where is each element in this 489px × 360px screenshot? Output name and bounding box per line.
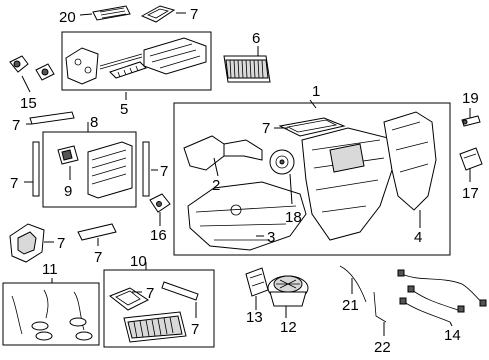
blower-motor-icon: [267, 275, 309, 307]
wiring-harness-icon: [397, 269, 487, 323]
callout-7-frame: 7: [146, 285, 154, 302]
box-group-8: [42, 131, 137, 208]
callout-18: 18: [285, 209, 302, 226]
part-7-left-strips: [29, 111, 150, 197]
box-group-11: [2, 282, 100, 346]
part-22-hose: [373, 291, 387, 323]
callout-14: 14: [444, 327, 461, 344]
box-group-10: [103, 269, 215, 348]
hvac-case-icon: [183, 111, 437, 251]
callout-20: 20: [59, 9, 76, 26]
part-9-module: [57, 145, 79, 165]
part-5-mode-door-actuators: [65, 37, 207, 85]
callout-11: 11: [42, 261, 58, 278]
part-7-gasket: [9, 223, 45, 263]
callout-22: 22: [374, 339, 391, 356]
callout-8: 8: [90, 114, 98, 131]
callout-19: 19: [462, 90, 479, 107]
callout-2: 2: [212, 177, 220, 194]
callout-13: 13: [246, 309, 263, 326]
callout-1: 1: [312, 83, 320, 100]
callout-9: 9: [64, 183, 72, 200]
part-16-actuator: [149, 193, 171, 213]
callout-7-bar: 7: [94, 249, 102, 266]
callout-7-top: 7: [190, 6, 198, 23]
cabin-filter-icon: [223, 55, 271, 83]
callout-7-filter: 7: [191, 321, 199, 338]
callout-21: 21: [342, 297, 359, 314]
callout-labels: 20 7 6 15 5 1 19 7 8 7 7 7 9 2 17 18 16 …: [10, 6, 479, 356]
part-21-hose: [339, 265, 367, 303]
callout-7-left: 7: [10, 175, 18, 192]
part-11-hoses: [11, 289, 93, 341]
callout-7-strip: 7: [12, 117, 20, 134]
callout-10: 10: [130, 253, 147, 270]
callout-7-right: 7: [160, 163, 168, 180]
callout-16: 16: [150, 227, 167, 244]
callout-15: 15: [20, 95, 37, 112]
callout-7-case: 7: [262, 120, 270, 137]
part-10-filter-frame: [109, 281, 199, 343]
leader-lines: [21, 12, 471, 336]
part-7-top-seal: [140, 5, 176, 23]
callout-17: 17: [462, 185, 479, 202]
box-group-5: [61, 31, 212, 91]
part-19-sensor: [461, 115, 481, 127]
part-13-resistor: [245, 267, 269, 297]
callout-4: 4: [414, 229, 422, 246]
callout-6: 6: [252, 30, 260, 47]
part-20-vent-grille: [92, 5, 131, 21]
part-17-sensor: [459, 147, 483, 171]
part-8-heater-core: [87, 141, 133, 199]
callout-7-gasket: 7: [57, 235, 65, 252]
callout-12: 12: [280, 319, 297, 336]
part-15-sensors: [9, 55, 55, 81]
part-7-bar: [77, 223, 117, 241]
callout-3: 3: [267, 229, 275, 246]
callout-5: 5: [120, 101, 128, 118]
